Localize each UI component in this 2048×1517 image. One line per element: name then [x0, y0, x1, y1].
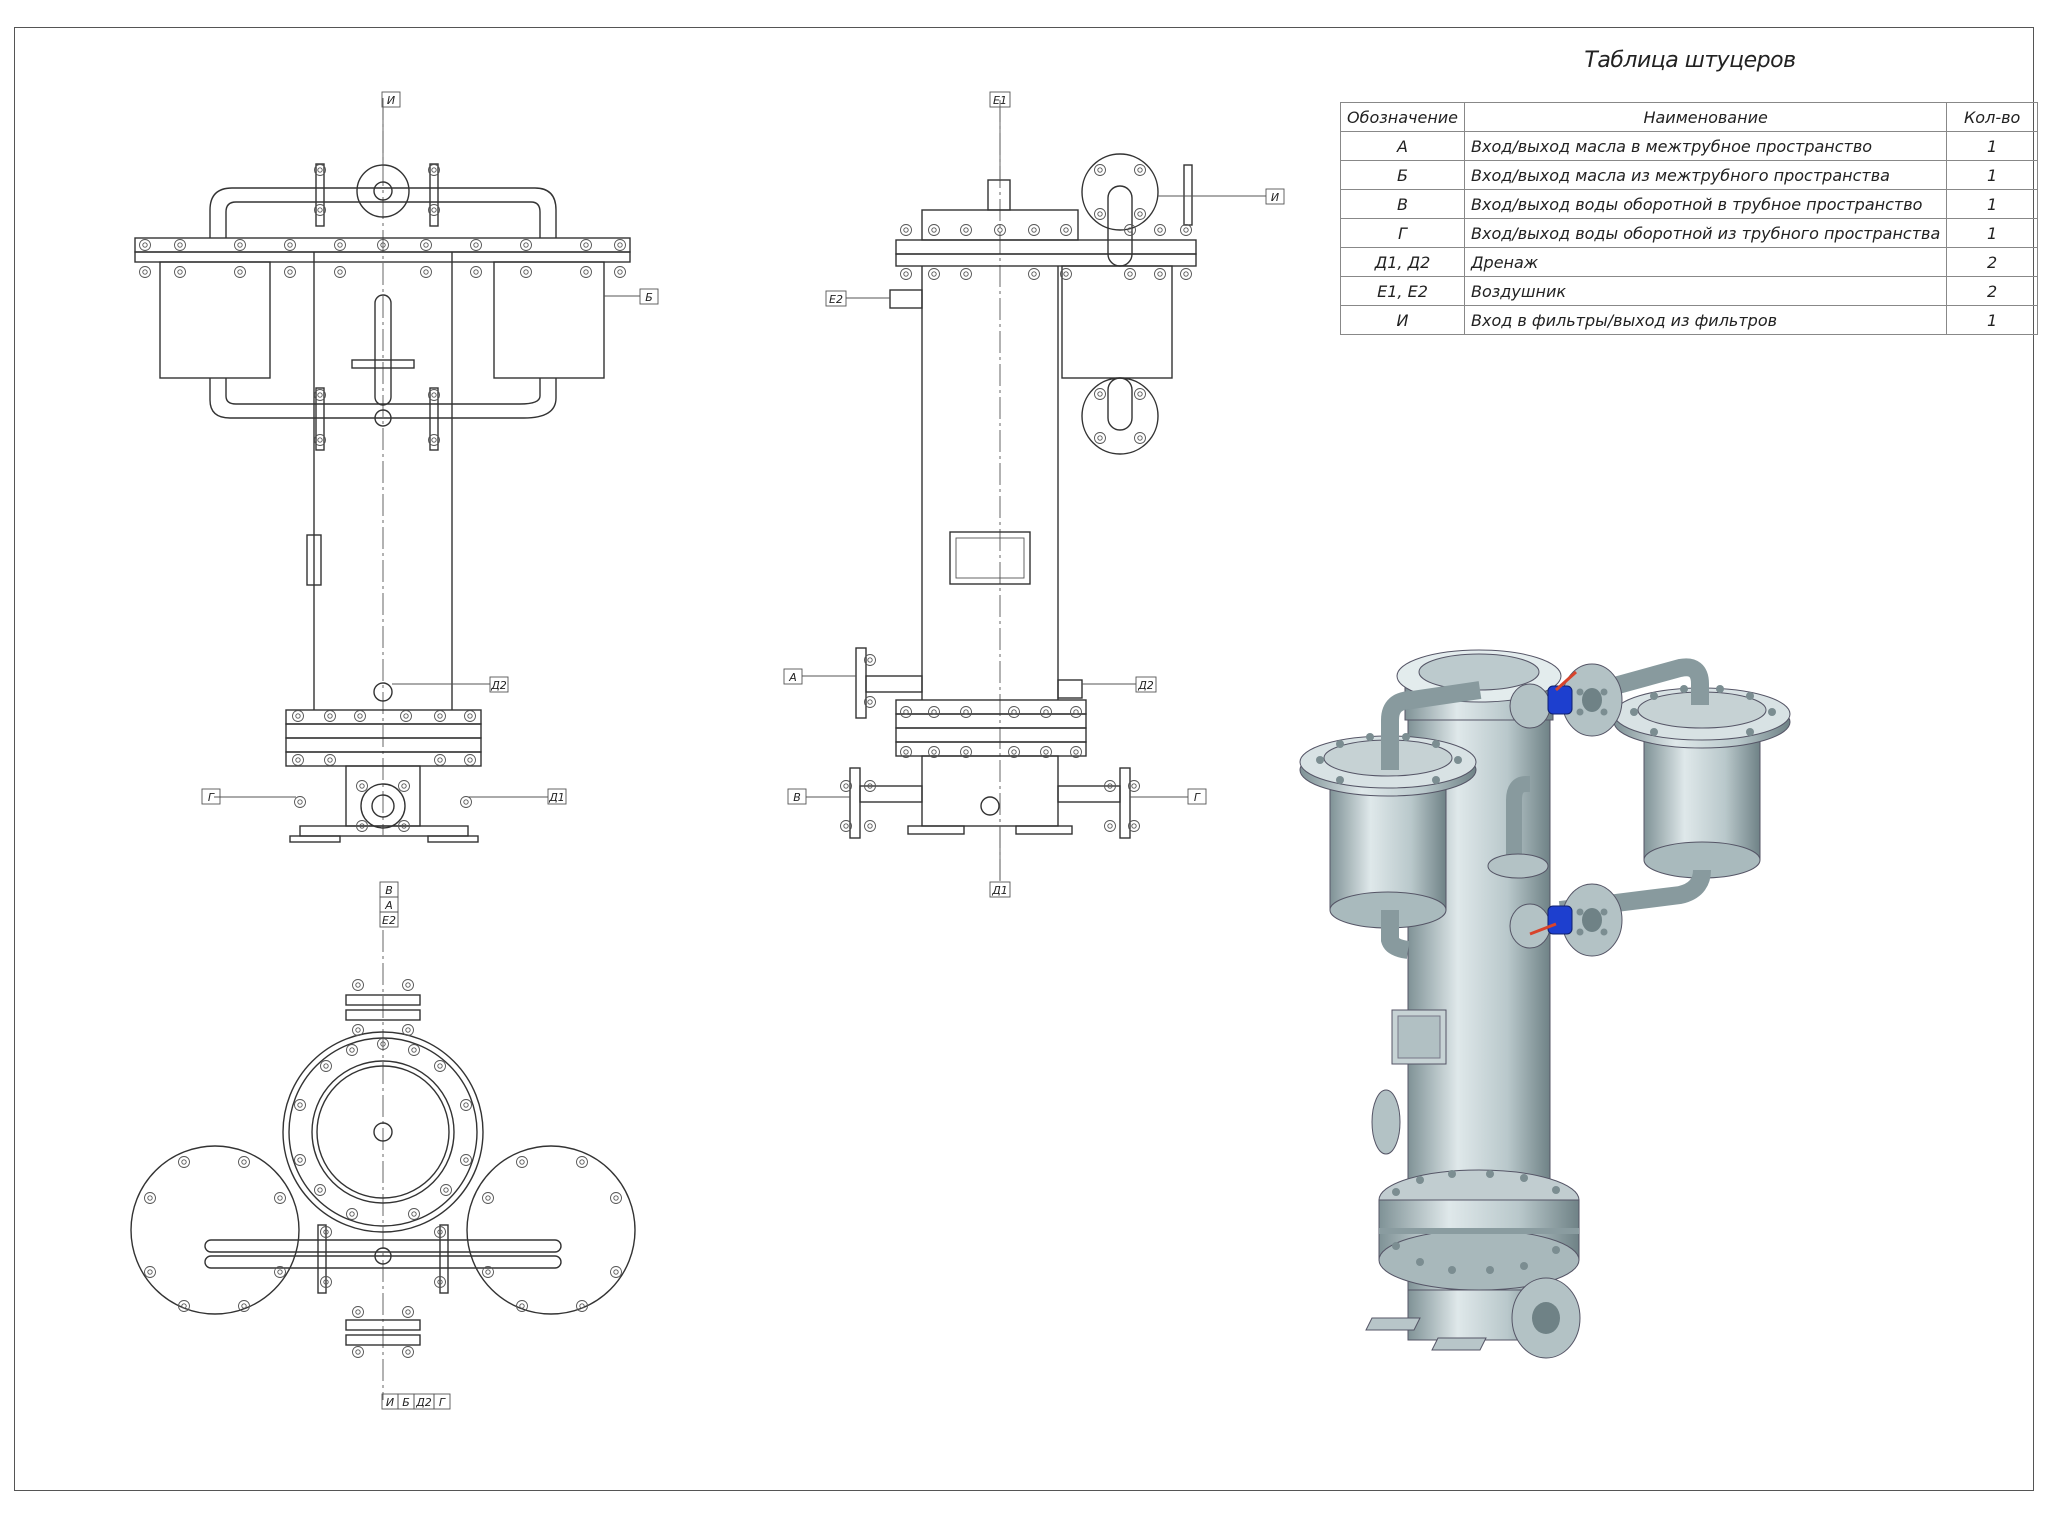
- tag-plan-b3: Д2: [415, 1396, 432, 1409]
- tag-plan-b4: Г: [439, 1396, 446, 1409]
- row-qty: 1: [1946, 189, 2038, 219]
- table-row: В Вход/выход воды оборотной в трубное пр…: [1339, 189, 2038, 219]
- side-view: Е1 И Е2 А Д2 В Г Д1: [783, 91, 1285, 898]
- tag-front-right-low: Д1: [548, 791, 565, 804]
- tag-side-oil: А: [788, 671, 797, 684]
- table-header-row: Обозначение Наименование Кол-во: [1339, 102, 2038, 132]
- table-row: Е1, Е2 Воздушник 2: [1339, 276, 2038, 306]
- col-qty-header: Кол-во: [1946, 102, 2038, 132]
- table-row: Б Вход/выход масла из межтрубного простр…: [1339, 160, 2038, 190]
- tag-side-right-top: И: [1271, 191, 1279, 204]
- drawing-frame: [14, 27, 2034, 1491]
- row-code: А: [1339, 131, 1466, 161]
- row-qty: 2: [1946, 247, 2038, 277]
- table-row: И Вход в фильтры/выход из фильтров 1: [1339, 305, 2038, 335]
- tag-plan-b1: И: [386, 1396, 394, 1409]
- row-name: Воздушник: [1464, 276, 1948, 306]
- isometric-3d-view: [1299, 649, 1791, 1359]
- row-code: Г: [1339, 218, 1466, 248]
- col-code-header: Обозначение: [1339, 102, 1466, 132]
- row-code: Б: [1339, 160, 1466, 190]
- col-name-header: Наименование: [1464, 102, 1948, 132]
- table-row: Д1, Д2 Дренаж 2: [1339, 247, 2038, 277]
- row-name: Вход/выход воды оборотной из трубного пр…: [1464, 218, 1948, 248]
- tag-plan-b2: Б: [402, 1396, 410, 1409]
- table-row: А Вход/выход масла в межтрубное простран…: [1339, 131, 2038, 161]
- tag-front-drain: Д2: [490, 679, 507, 692]
- row-qty: 1: [1946, 131, 2038, 161]
- row-qty: 1: [1946, 305, 2038, 335]
- tag-side-top: Е1: [993, 94, 1007, 107]
- row-name: Вход/выход воды оборотной в трубное прос…: [1464, 189, 1948, 219]
- tag-plan-top2: А: [384, 899, 393, 912]
- tag-front-right: Б: [645, 291, 653, 304]
- table-title: Таблица штуцеров: [1584, 48, 1796, 73]
- tag-side-left-low: В: [793, 791, 801, 804]
- row-code: И: [1339, 305, 1466, 335]
- tag-plan-top1: В: [385, 884, 393, 897]
- row-name: Вход/выход масла в межтрубное пространст…: [1464, 131, 1948, 161]
- row-qty: 1: [1946, 160, 2038, 190]
- tag-side-right-low: Г: [1194, 791, 1201, 804]
- row-code: Е1, Е2: [1339, 276, 1466, 306]
- row-name: Вход в фильтры/выход из фильтров: [1464, 305, 1948, 335]
- row-name: Дренаж: [1464, 247, 1948, 277]
- row-name: Вход/выход масла из межтрубного простран…: [1464, 160, 1948, 190]
- row-qty: 1: [1946, 218, 2038, 248]
- tag-side-bottom: Д1: [991, 884, 1008, 897]
- row-code: Д1, Д2: [1339, 247, 1466, 277]
- nozzle-table: Обозначение Наименование Кол-во А Вход/в…: [1339, 102, 2038, 335]
- tag-side-drain: Д2: [1137, 679, 1154, 692]
- tag-plan-top3: Е2: [382, 914, 396, 927]
- tag-front-top: И: [387, 94, 395, 107]
- row-qty: 2: [1946, 276, 2038, 306]
- tag-side-vent: Е2: [829, 293, 843, 306]
- table-row: Г Вход/выход воды оборотной из трубного …: [1339, 218, 2038, 248]
- row-code: В: [1339, 189, 1466, 219]
- front-view: И Б Д2 Г Д1: [134, 91, 659, 843]
- plan-view: В А Е2 И Б Д2 Г: [130, 881, 636, 1410]
- tag-front-left: Г: [208, 791, 215, 804]
